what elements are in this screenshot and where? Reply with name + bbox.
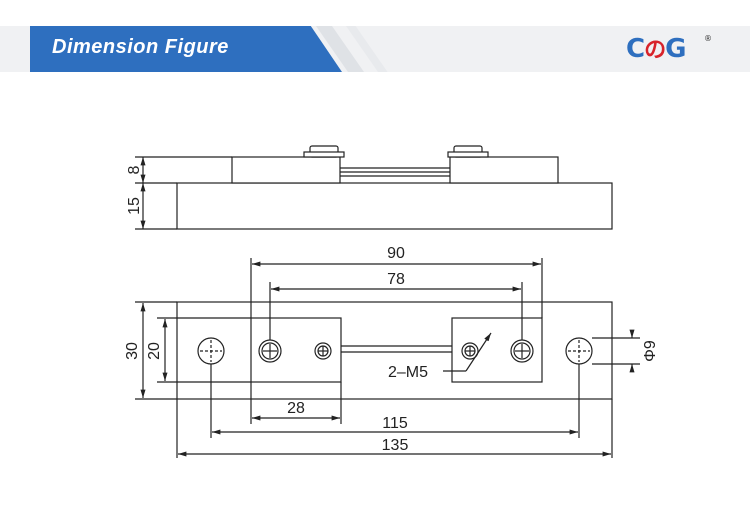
- dim-hole-diameter: Φ9: [642, 340, 659, 362]
- terminal-screw-left-outer: [258, 339, 282, 363]
- banner-title-block: [30, 26, 342, 72]
- mount-hole-right: [565, 337, 593, 365]
- dim-78: 78: [387, 271, 405, 288]
- terminal-screw-left-inner: [314, 342, 332, 360]
- dim-115: 115: [382, 415, 408, 432]
- brand-logo: CのG ®: [626, 32, 712, 64]
- logo-letter-g: G: [665, 34, 686, 64]
- dim-side-15: 15: [126, 197, 143, 215]
- dim-90: 90: [387, 245, 405, 262]
- side-left-block: [231, 156, 341, 184]
- dim-30: 30: [124, 342, 141, 360]
- header-banner: Dimension Figure CのG ®: [0, 26, 750, 72]
- top-right-terminal: [451, 317, 543, 383]
- side-screw-right: [447, 145, 489, 158]
- terminal-screw-right-inner: [461, 342, 479, 360]
- logo-letter-no: の: [644, 38, 666, 63]
- terminal-screw-right-outer: [510, 339, 534, 363]
- dim-135: 135: [382, 437, 409, 454]
- logo-letter-c: C: [626, 34, 645, 64]
- dim-28: 28: [287, 400, 305, 417]
- side-base-plate: [176, 182, 613, 230]
- page-title: Dimension Figure: [52, 36, 229, 58]
- side-screw-left: [303, 145, 345, 158]
- dim-20: 20: [146, 342, 163, 360]
- side-right-block: [449, 156, 559, 184]
- thread-label: 2–M5: [388, 364, 428, 381]
- logo-registered-mark: ®: [704, 34, 712, 43]
- top-base-plate: [176, 301, 613, 400]
- dim-side-8: 8: [126, 165, 143, 174]
- top-left-terminal: [250, 317, 342, 383]
- mount-hole-left: [197, 337, 225, 365]
